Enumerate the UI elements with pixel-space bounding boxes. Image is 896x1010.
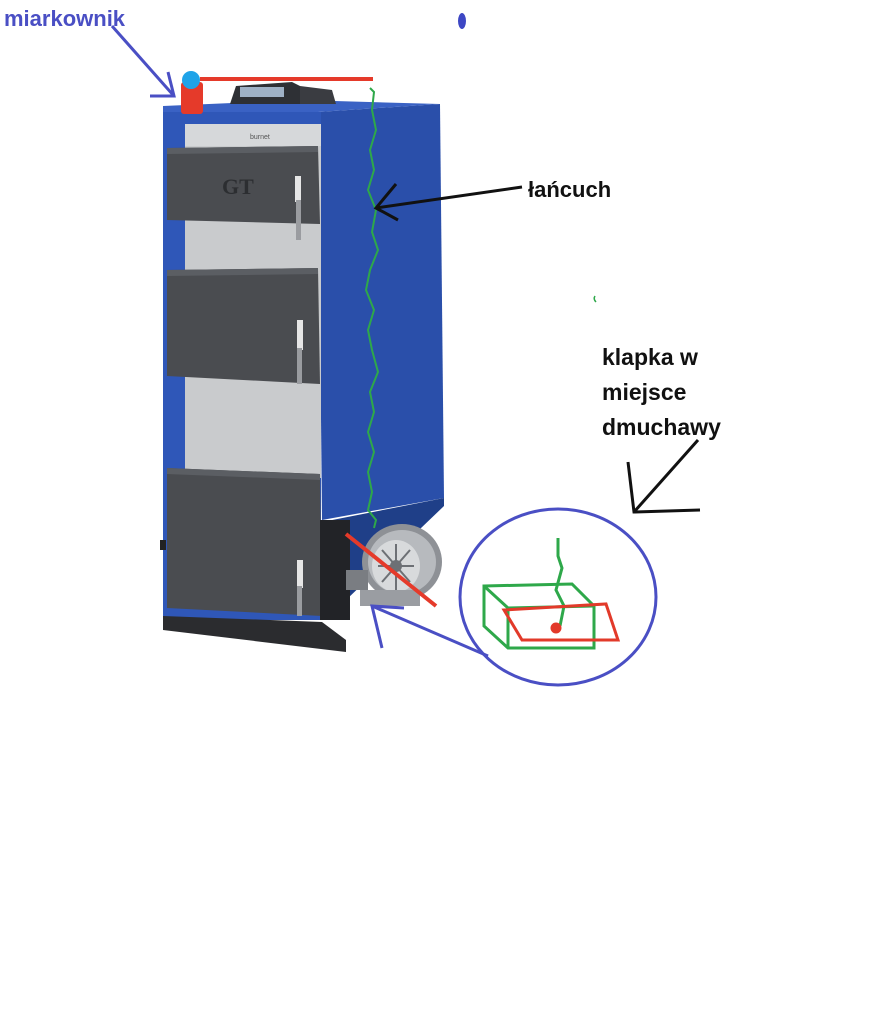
zoom-circle	[458, 507, 658, 687]
lower-door	[160, 468, 322, 616]
flap-line	[344, 532, 438, 608]
flap-label-line-2: miejsce	[602, 379, 687, 405]
brand-badge: GT	[222, 174, 254, 199]
stray-dot	[458, 13, 466, 29]
flap-label: klapka w miejsce dmuchawy	[602, 340, 721, 445]
blower-fan-icon	[346, 524, 442, 606]
lower-door-hinge	[160, 540, 166, 550]
boiler-base	[163, 616, 346, 652]
chain-label: łańcuch	[528, 177, 612, 202]
lower-door-handle	[297, 560, 303, 616]
boiler-side-panel	[318, 104, 444, 520]
middle-door	[167, 268, 320, 384]
middle-door-handle	[297, 320, 303, 384]
zoom-frame-sketch	[482, 538, 596, 650]
boiler: burnet GT	[160, 100, 444, 652]
zoom-arrow	[370, 604, 489, 658]
gauge-label: miarkownik	[4, 6, 126, 31]
boiler-top-plate	[185, 124, 321, 146]
upper-door: GT	[167, 146, 320, 240]
flap-label-line-1: klapka w	[602, 344, 698, 370]
upper-door-handle	[295, 176, 301, 240]
chain-arrow	[373, 183, 523, 222]
draft-regulator-icon	[181, 71, 203, 114]
boiler-top-plate-text: burnet	[250, 134, 270, 141]
stray-mark	[593, 295, 597, 303]
flap-arrow	[626, 439, 701, 514]
zoom-flap-sketch	[501, 602, 621, 642]
chain-line	[364, 87, 380, 529]
flap-label-line-3: dmuchawy	[602, 414, 721, 440]
controller-panel-icon	[230, 82, 336, 104]
zoom-detail	[458, 507, 658, 687]
gauge-arrow	[110, 25, 176, 98]
